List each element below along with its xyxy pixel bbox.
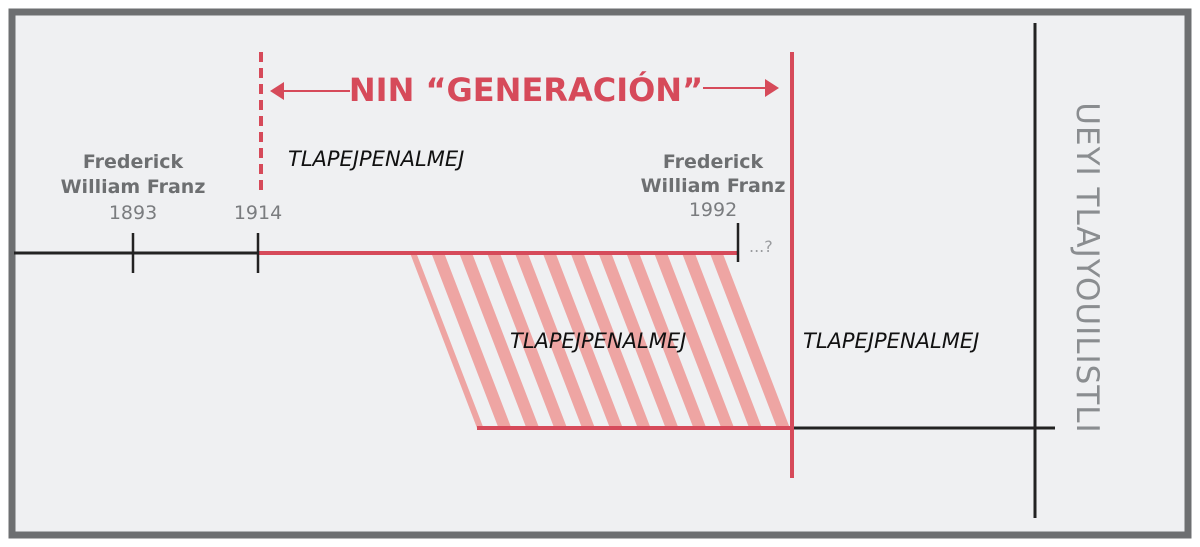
event-1893-name-line2: William Franz — [61, 176, 206, 198]
right-arrow-icon — [703, 79, 779, 97]
continuation-mark: ...? — [749, 237, 773, 256]
event-1914-year: 1914 — [234, 202, 282, 224]
group-label-hatched: TLAPEJPENALMEJ — [510, 329, 686, 353]
side-label: UEYI TLAJYOUILISTLI — [1069, 102, 1105, 433]
event-1992-year: 1992 — [689, 199, 737, 221]
diagram-title: NIN “GENERACIÓN” — [349, 70, 703, 109]
group-label-top: TLAPEJPENALMEJ — [288, 147, 464, 171]
event-1992-name-line2: William Franz — [641, 175, 786, 197]
event-1992-name-line1: Frederick — [663, 151, 764, 173]
group-label-right: TLAPEJPENALMEJ — [803, 329, 979, 353]
left-arrow-icon — [270, 82, 350, 100]
hatched-overlap-region — [410, 253, 792, 428]
event-1893-year: 1893 — [109, 202, 157, 224]
event-1893-name-line1: Frederick — [83, 151, 184, 173]
